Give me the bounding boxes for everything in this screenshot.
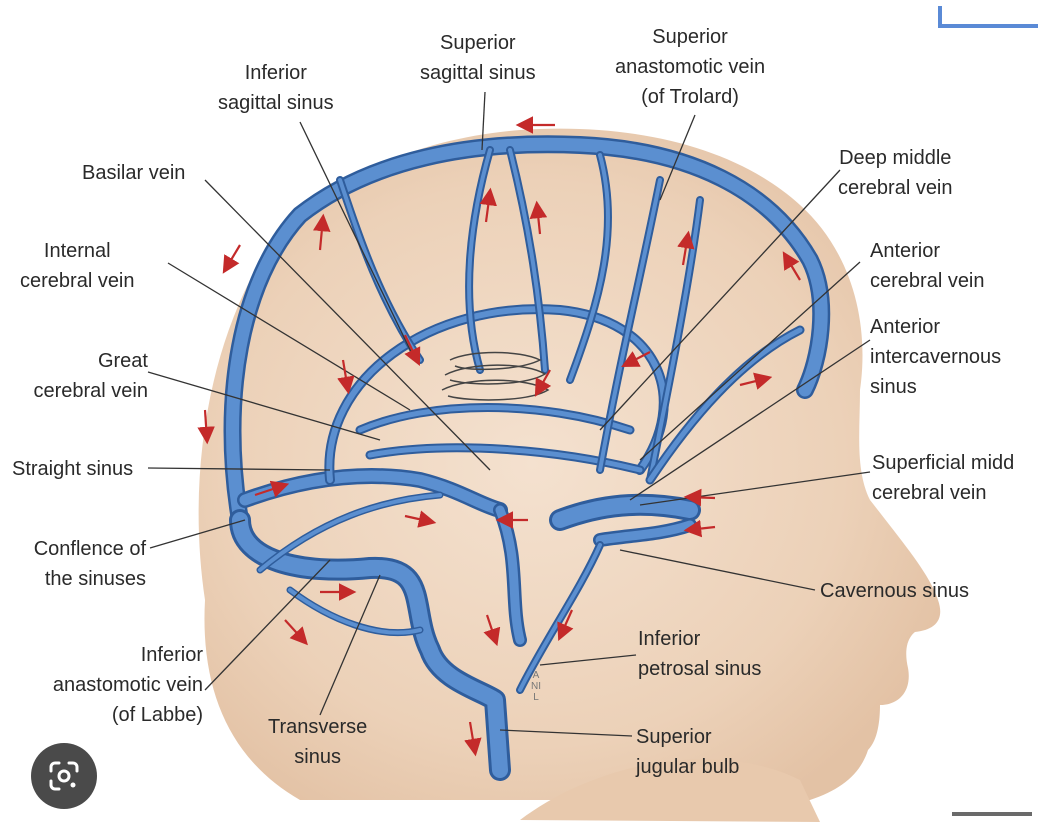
artist-watermark: ANIL bbox=[531, 670, 541, 703]
label-cavernous-sinus: Cavernous sinus bbox=[820, 576, 969, 606]
crop-corner-mark bbox=[938, 6, 1038, 28]
google-lens-icon bbox=[47, 759, 81, 793]
google-lens-button[interactable] bbox=[31, 743, 97, 809]
scroll-indicator-bar bbox=[952, 812, 1032, 816]
label-basilar-vein: Basilar vein bbox=[82, 158, 185, 188]
head-silhouette bbox=[199, 129, 941, 800]
label-straight-sinus: Straight sinus bbox=[12, 454, 133, 484]
